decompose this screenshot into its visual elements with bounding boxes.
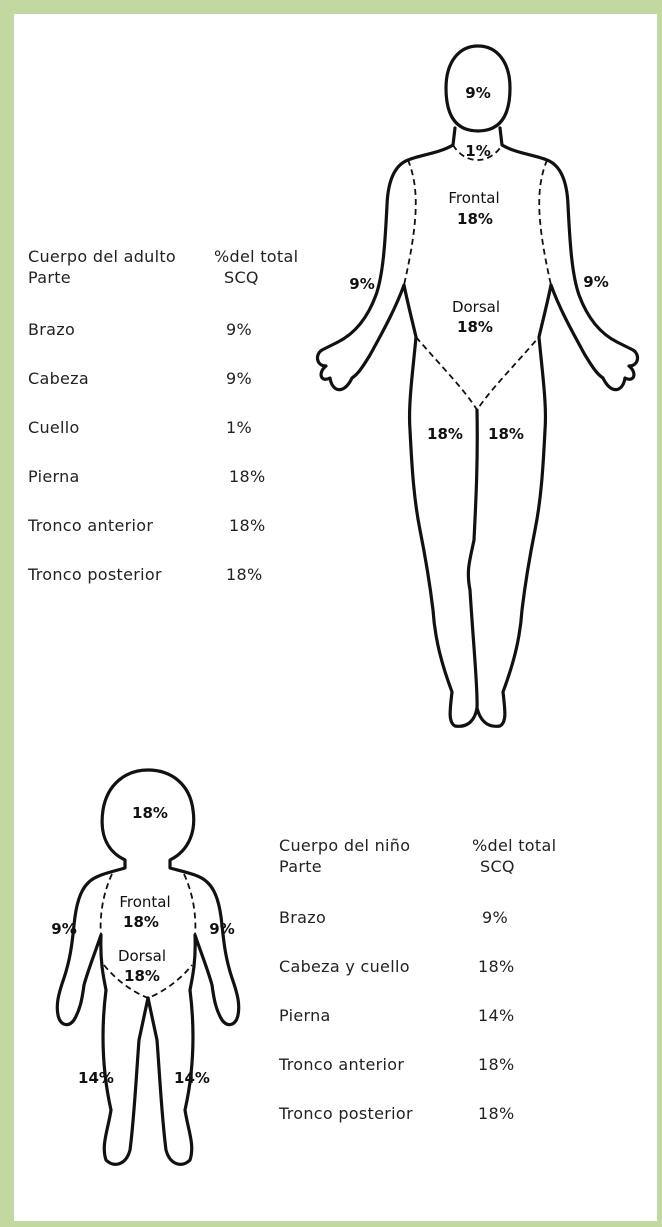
adult-label-dorsal-pct: 18% [457,318,493,336]
child-shoulder-line-right [184,874,195,935]
adult-label-leg-left: 18% [427,425,463,443]
adult-shoulder-line-right [539,160,551,285]
child-label-frontal: Frontal [119,893,170,911]
adult-groin-line [416,337,539,410]
adult-label-arm-right: 9% [583,273,608,291]
child-label-dorsal: Dorsal [118,947,166,965]
adult-label-neck: 1% [465,142,490,160]
child-label-arm-left: 9% [51,920,76,938]
child-figure-labels: 18% Frontal 18% Dorsal 18% 9% 9% 14% 14% [51,804,234,1087]
child-label-leg-right: 14% [174,1069,210,1087]
child-label-head: 18% [132,804,168,822]
adult-dividers [404,145,551,410]
adult-label-arm-left: 9% [349,275,374,293]
adult-label-frontal-pct: 18% [457,210,493,228]
child-shoulder-line-left [101,874,112,935]
child-label-dorsal-pct: 18% [124,967,160,985]
adult-shoulder-line-left [404,160,416,285]
adult-label-dorsal: Dorsal [452,298,500,316]
child-label-frontal-pct: 18% [123,913,159,931]
adult-figure-labels: 9% 1% Frontal 18% Dorsal 18% 9% 9% 18% 1… [349,84,608,443]
adult-label-leg-right: 18% [488,425,524,443]
child-label-arm-right: 9% [209,920,234,938]
child-label-leg-left: 14% [78,1069,114,1087]
adult-leg-split [468,410,477,708]
adult-label-frontal: Frontal [448,189,499,207]
adult-label-head: 9% [465,84,490,102]
